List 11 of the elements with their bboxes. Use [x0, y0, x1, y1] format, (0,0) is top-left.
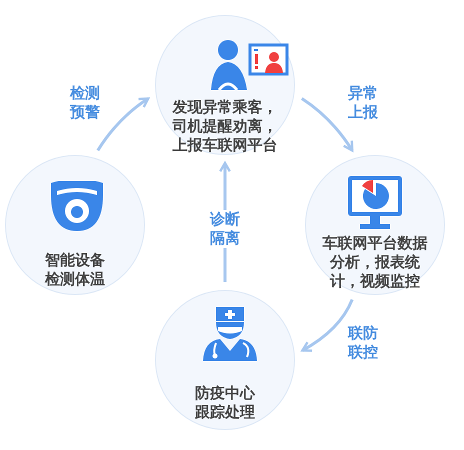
step-text: 车联网平台数据分析，报表统计，视频监控	[322, 234, 428, 291]
arrow	[300, 97, 354, 152]
edge-label: 诊断隔离	[208, 210, 242, 248]
step-text: 防疫中心跟踪处理	[194, 384, 256, 422]
step-text: 智能设备检测体温	[44, 251, 106, 289]
edge-label: 检测预警	[68, 84, 102, 122]
edge-label: 联防联控	[346, 324, 380, 362]
step-text: 发现异常乘客，司机提醒劝离，上报车联网平台	[171, 98, 278, 155]
arrow	[96, 97, 150, 152]
edge-label: 异常上报	[346, 84, 380, 122]
arrow	[301, 299, 354, 352]
